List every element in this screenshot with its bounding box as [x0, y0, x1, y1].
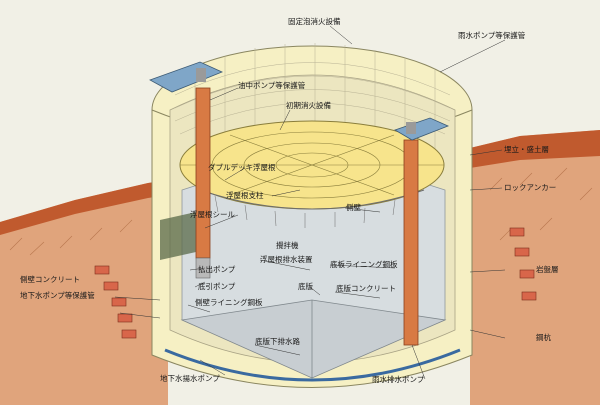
label-backfill: 埋立・盛土層	[504, 144, 549, 154]
label-rain-pump-guard: 雨水ポンプ等保護管	[458, 30, 526, 40]
pipe-housing-right	[394, 117, 450, 141]
label-rock-anchor: ロックアンカー	[504, 183, 556, 192]
label-side-wall: 側壁	[346, 202, 361, 212]
submerged-pump-pipe	[195, 87, 211, 259]
label-roof-seal: 浮屋根シール	[190, 209, 235, 219]
label-double-deck: ダブルデッキ浮屋根	[208, 162, 276, 172]
roof-truss	[199, 189, 425, 210]
rock-hatching	[9, 167, 593, 256]
topsoil-left	[0, 180, 168, 235]
roof-seal-block	[160, 210, 205, 260]
label-initial-fire: 初期消火設備	[286, 100, 331, 110]
under-slab-drain-channel	[164, 348, 461, 382]
pipe-cap-right	[406, 122, 416, 134]
label-bottom-slab: 底版	[298, 281, 313, 291]
label-pile: 鋼杭	[536, 332, 551, 342]
label-discharge-pump: 払出ポンプ	[198, 264, 236, 274]
pipe-cap-left	[196, 68, 206, 82]
label-bottom-concrete: 底版コンクリート	[336, 283, 396, 293]
ground-left	[0, 180, 168, 405]
rain-pump-pipe	[403, 139, 419, 346]
label-under-slab-drain: 底版下排水路	[255, 336, 300, 346]
label-rain-pump: 雨水排水ポンプ	[372, 374, 425, 384]
label-bottom-lining: 底板ライニング鋼板	[330, 259, 398, 269]
label-wall-lining: 側壁ライニング鋼板	[195, 297, 263, 307]
label-wall-concrete: 側壁コンクリート	[20, 274, 80, 284]
labels: 固定泡消火設備 雨水ポンプ等保護管 油中ポンプ等保護管 初期消火設備 埋立・盛土…	[20, 16, 559, 384]
topsoil-right	[470, 130, 600, 168]
label-submerged-pump-guard: 油中ポンプ等保護管	[238, 80, 306, 90]
callout-boxes-right	[509, 227, 537, 301]
label-bedrock: 岩盤層	[536, 264, 559, 274]
label-gw-pump-guard: 地下水ポンプ等保護管	[20, 290, 95, 300]
label-roof-support: 浮屋根支柱	[226, 190, 264, 200]
wall-grid	[174, 43, 451, 150]
label-gw-pump: 地下水揚水ポンプ	[160, 373, 220, 383]
label-stirrer: 攪拌機	[276, 240, 299, 250]
leader-lines	[114, 25, 506, 380]
label-roof-drain: 浮屋根排水装置	[260, 254, 313, 264]
ground-right	[470, 130, 600, 405]
label-bottom-pump: 底引ポンプ	[198, 281, 236, 291]
discharge-pump-body	[195, 257, 211, 279]
tank-floor	[180, 299, 447, 379]
callout-boxes-left	[94, 265, 137, 339]
label-fixed-fire: 固定泡消火設備	[288, 16, 341, 26]
